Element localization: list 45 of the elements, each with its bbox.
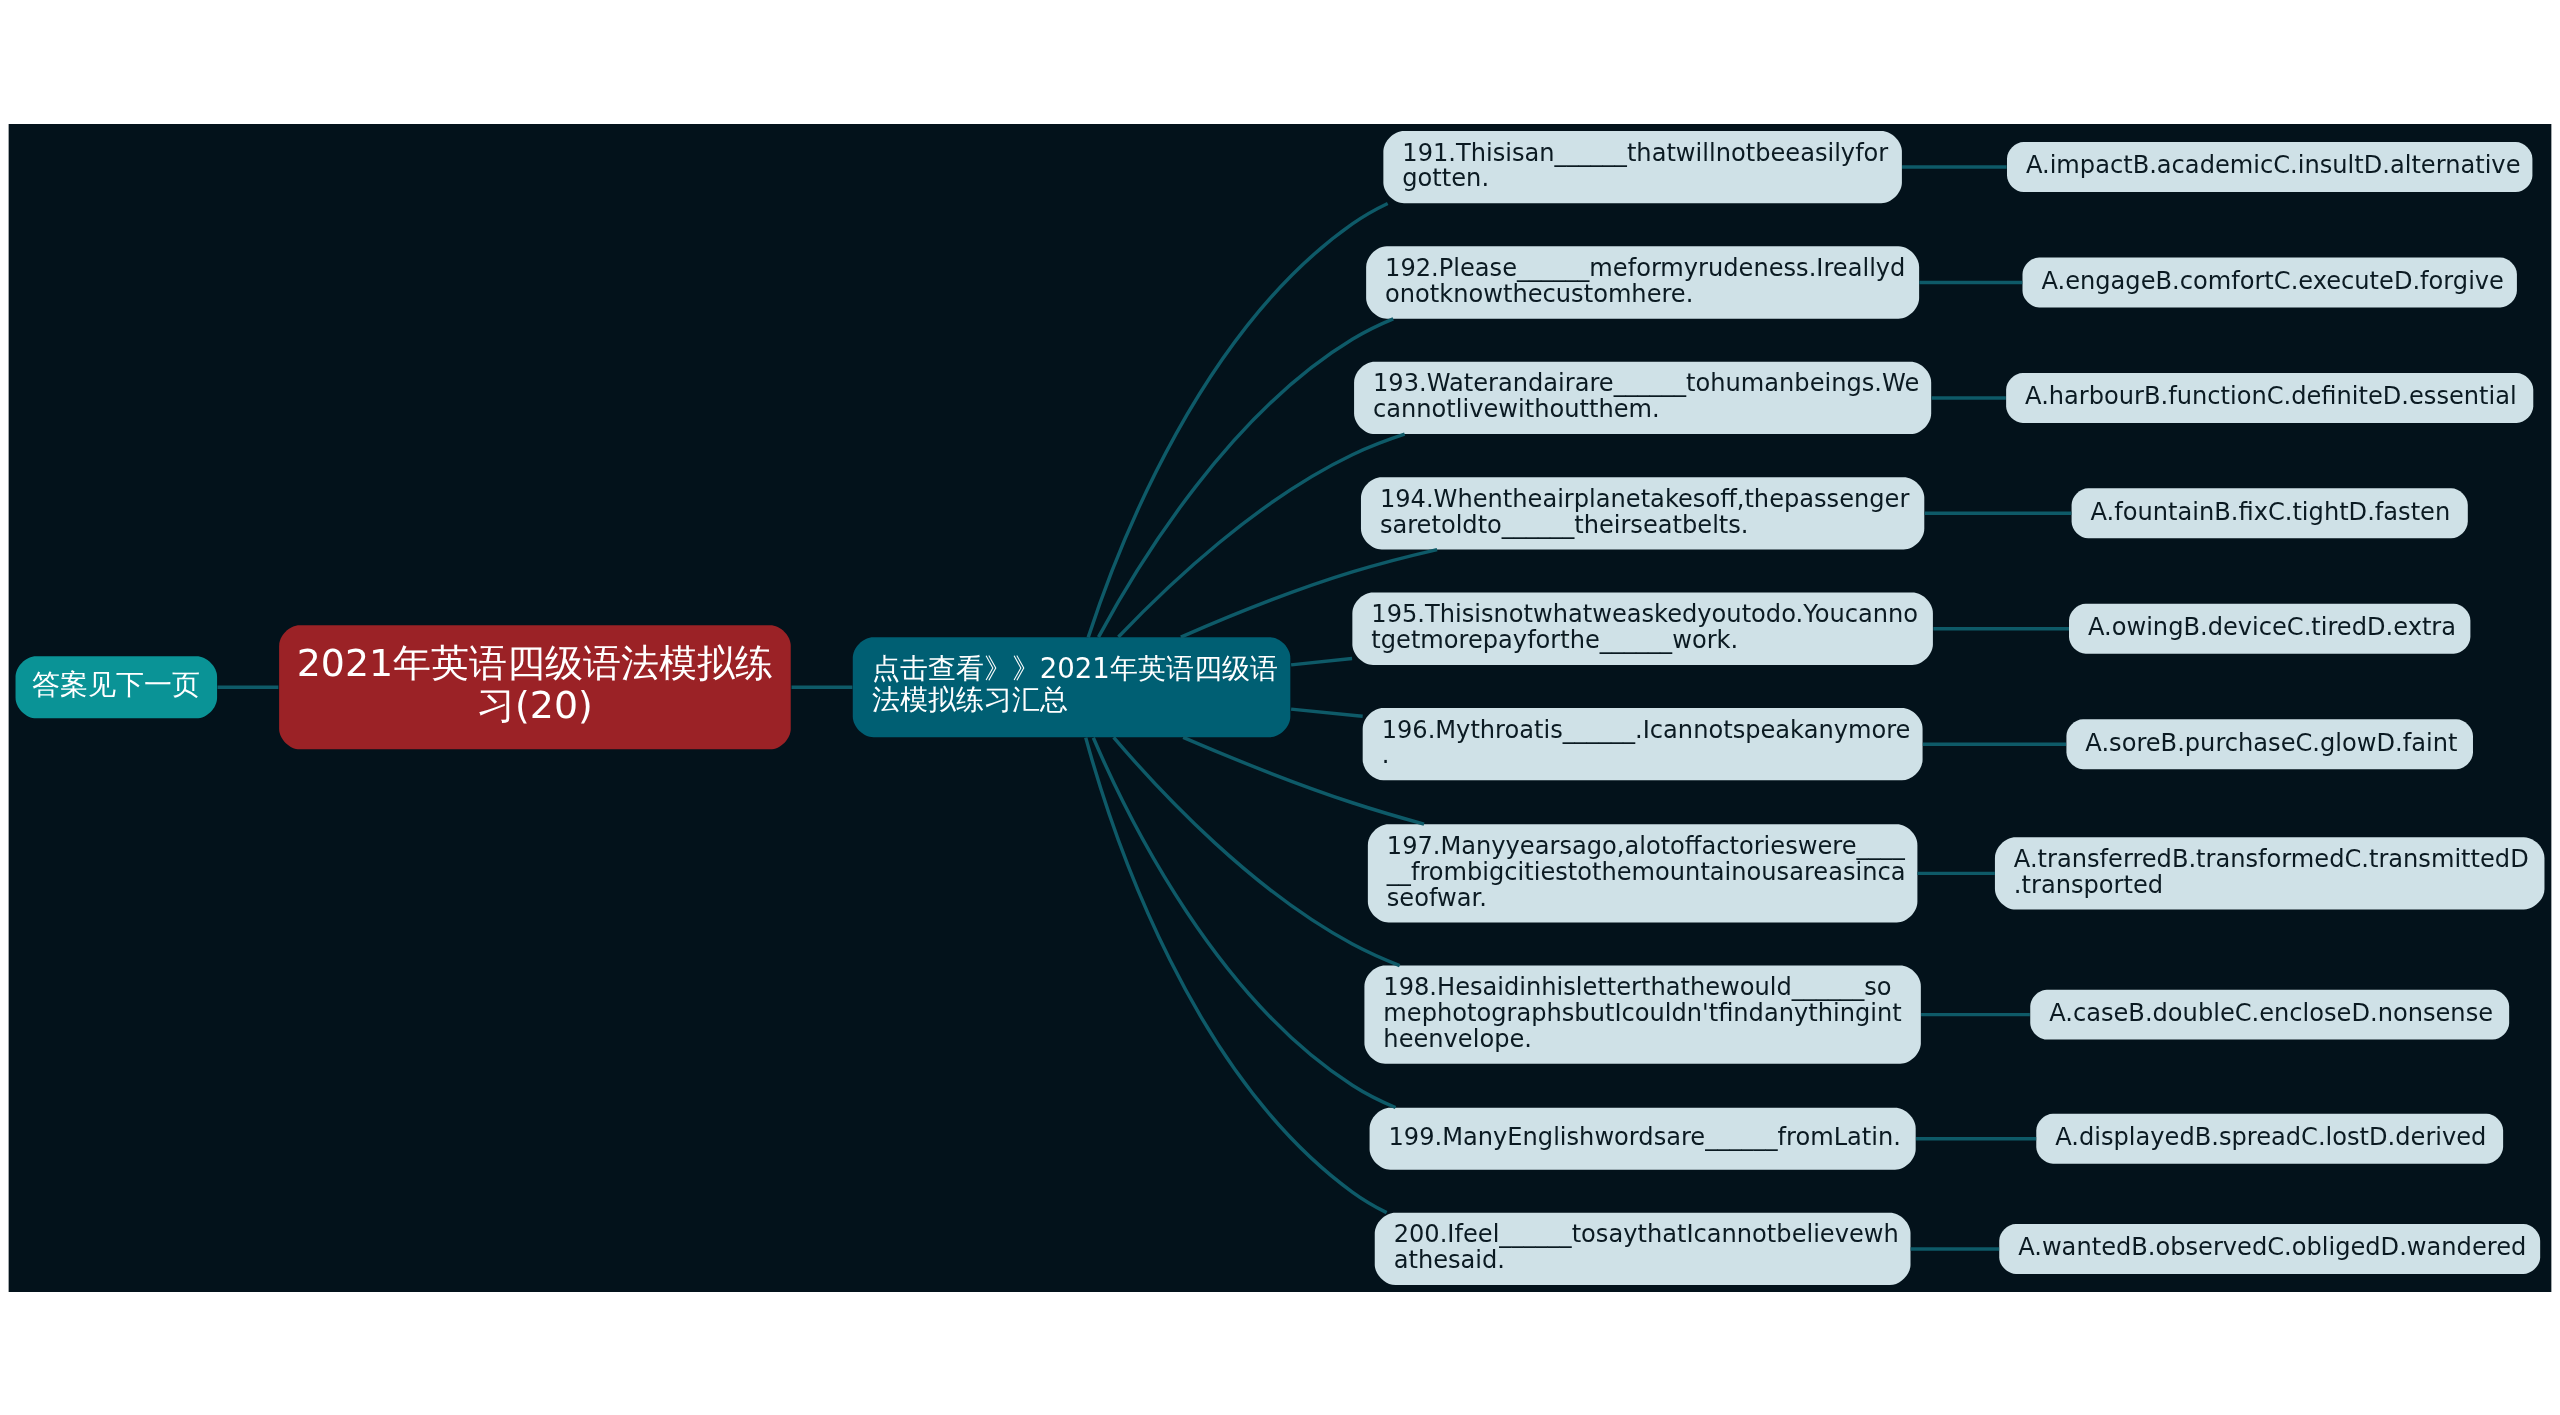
connector bbox=[1112, 735, 1401, 967]
node-box: A.displayedB.spreadC.lostD.derived bbox=[2036, 1113, 2504, 1164]
node-box: 点击查看》》2021年英语四级语法模拟练习汇总 bbox=[852, 636, 1291, 737]
connector bbox=[1931, 395, 2006, 400]
node-box: A.transferredB.transformedC.transmittedD.transported bbox=[1994, 836, 2545, 910]
connector bbox=[1933, 626, 2069, 630]
node-box: A.engageB.comfortC.executeD.forgive bbox=[2022, 257, 2517, 307]
connector bbox=[1097, 316, 1394, 638]
connector bbox=[1924, 511, 2072, 515]
node-box: A.impactB.academicC.insultD.alternative bbox=[2007, 141, 2533, 192]
node-box: 194.Whentheairplanetakesoff,thepassengersaretoldto______theirseatbelts. bbox=[1360, 476, 1925, 549]
connector bbox=[1917, 871, 1995, 875]
connector bbox=[1922, 741, 2066, 746]
node-box: 193.Waterandairare______tohumanbeings.Wecannotlivewithoutthem. bbox=[1354, 361, 1932, 434]
node-box: A.soreB.purchaseC.glowD.faint bbox=[2066, 718, 2473, 769]
connector bbox=[1919, 280, 2023, 284]
connector bbox=[791, 685, 853, 689]
connector bbox=[1182, 735, 1425, 826]
node-box: 191.Thisisan______thatwillnotbeeasilyforgotten. bbox=[1383, 130, 1902, 203]
connector bbox=[1290, 656, 1353, 667]
connector bbox=[1086, 201, 1389, 638]
node-box: 200.Ifeel______tosaythatIcannotbelievewhathesaid. bbox=[1374, 1212, 1911, 1285]
connector bbox=[217, 685, 279, 689]
node-box: 195.Thisisnotwhatweaskedyoutodo.Youcannotgetmorepayforthe______work. bbox=[1352, 592, 1933, 665]
node-box: 199.ManyEnglishwordsare______fromLatin. bbox=[1369, 1107, 1916, 1170]
connector bbox=[1910, 1246, 2000, 1251]
connector bbox=[1084, 736, 1388, 1214]
node-box: 196.Mythroatis______.Icannotspeakanymore. bbox=[1362, 707, 1923, 780]
connector bbox=[1916, 1136, 2037, 1140]
connector bbox=[1921, 1012, 2030, 1016]
connector bbox=[1290, 706, 1363, 718]
node-box: A.fountainB.fixC.tightD.fasten bbox=[2071, 487, 2468, 538]
connector bbox=[1180, 547, 1438, 639]
connector bbox=[1091, 736, 1397, 1109]
node-box: 2021年英语四级语法模拟练习(20) bbox=[279, 624, 791, 749]
node-box: 192.Please______meformyrudeness.Ireallydonotknowthecustomhere. bbox=[1366, 245, 1920, 319]
connector bbox=[1902, 164, 2007, 169]
node-box: A.harbourB.functionC.definiteD.essential bbox=[2006, 372, 2534, 423]
connector bbox=[1117, 432, 1406, 638]
node-box: 198.Hesaidinhisletterthathewould______somephotographsbutIcouldn'tfindanythingintheenvelope. bbox=[1364, 965, 1921, 1064]
node-box: 答案见下一页 bbox=[15, 655, 218, 718]
node-box: A.caseB.doubleC.encloseD.nonsense bbox=[2030, 989, 2510, 1040]
node-box: A.wantedB.observedC.obligedD.wandered bbox=[1999, 1223, 2541, 1274]
node-box: A.owingB.deviceC.tiredD.extra bbox=[2069, 603, 2471, 654]
node-box: 197.Manyyearsago,alotoffactorieswere______frombigcitiestothemountainousareasincaseofwar. bbox=[1367, 823, 1918, 922]
